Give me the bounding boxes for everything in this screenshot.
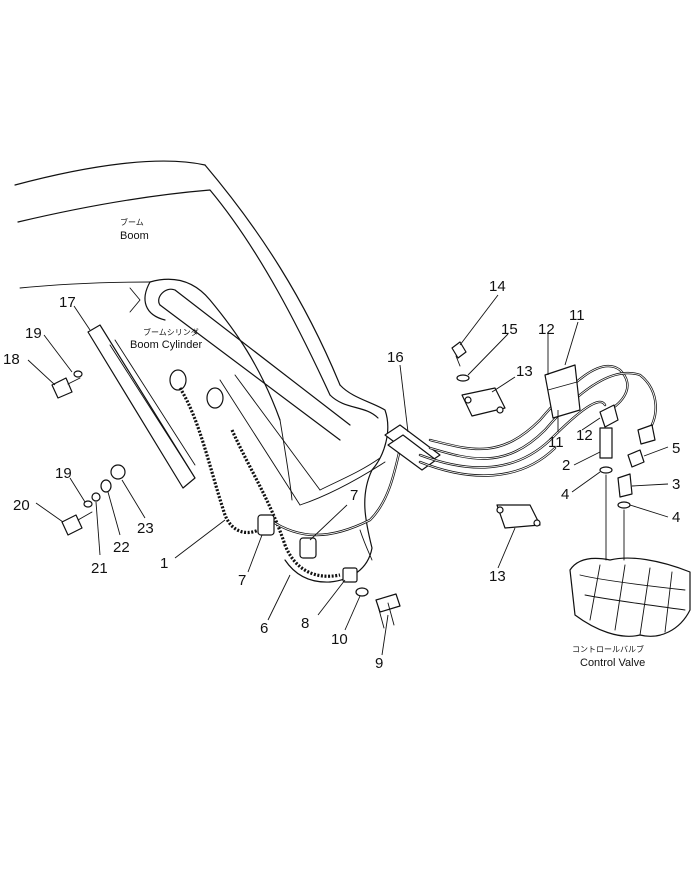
callout-8: 8 xyxy=(301,615,309,632)
clamp-13a xyxy=(461,387,506,417)
connector-2 xyxy=(599,427,613,459)
callout-3: 3 xyxy=(672,476,680,493)
callout-1: 1 xyxy=(160,555,168,572)
boom-cylinder-label: Boom Cylinder xyxy=(130,339,202,351)
callout-10: 10 xyxy=(331,631,348,648)
hose-clamps xyxy=(257,514,401,629)
callout-6: 6 xyxy=(260,620,268,637)
spacer xyxy=(110,464,126,480)
o-ring-4a xyxy=(599,466,613,474)
callout-15: 15 xyxy=(501,321,518,338)
callout-11a: 11 xyxy=(569,307,585,324)
callout-22: 22 xyxy=(113,539,130,556)
callout-2: 2 xyxy=(562,457,570,474)
callout-13a: 13 xyxy=(516,363,533,380)
fitting-5 xyxy=(627,449,645,468)
clamp-13b xyxy=(496,504,541,529)
grommet xyxy=(384,424,441,471)
callout-14: 14 xyxy=(489,278,506,295)
boom-cylinder-label-jp: ブームシリンダ xyxy=(143,327,199,337)
callout-20: 20 xyxy=(13,497,30,514)
washer-15 xyxy=(456,374,470,382)
washer-22 xyxy=(100,479,112,493)
washer-19a xyxy=(73,370,83,378)
callout-9: 9 xyxy=(375,655,383,672)
callout-13b: 13 xyxy=(489,568,506,585)
callout-19b: 19 xyxy=(55,465,72,482)
control-valve xyxy=(569,557,691,637)
callout-4a: 4 xyxy=(561,486,569,503)
clamp-7b xyxy=(299,537,317,559)
washer-21 xyxy=(91,492,101,502)
bolt-18 xyxy=(51,377,73,399)
control-valve-label: Control Valve xyxy=(580,657,645,669)
leader-lines xyxy=(27,294,669,656)
right-clamps xyxy=(451,341,581,529)
o-ring-4b xyxy=(617,501,631,509)
callout-5: 5 xyxy=(672,440,680,457)
boom-label: Boom xyxy=(120,230,149,242)
connector-3 xyxy=(617,473,633,498)
callout-23: 23 xyxy=(137,520,154,537)
elbow-12 xyxy=(599,404,619,428)
callout-19a: 19 xyxy=(25,325,42,342)
fittings xyxy=(599,404,656,561)
control-valve-label-jp: コントロールバルブ xyxy=(572,644,644,654)
callout-16: 16 xyxy=(387,349,404,366)
callout-7a: 7 xyxy=(238,572,246,589)
washer-10 xyxy=(355,587,369,597)
callout-12a: 12 xyxy=(538,321,555,338)
clamp-7a xyxy=(257,514,275,536)
clamp-11 xyxy=(544,364,581,419)
clamp-8 xyxy=(342,567,358,583)
callout-7b: 7 xyxy=(350,487,358,504)
callout-4b: 4 xyxy=(672,509,680,526)
callout-21: 21 xyxy=(91,560,108,577)
pilot-hose-left xyxy=(178,387,404,578)
washer-19b xyxy=(83,500,93,508)
callout-18: 18 xyxy=(3,351,20,368)
boom-outline xyxy=(14,160,389,583)
callout-17: 17 xyxy=(59,294,76,311)
boom-label-jp: ブーム xyxy=(120,217,144,227)
callout-12b: 12 xyxy=(576,427,593,444)
cover-plate-bracket xyxy=(87,324,196,489)
boom-cylinder xyxy=(158,288,351,441)
callout-11b: 11 xyxy=(548,434,564,451)
bolt-14 xyxy=(451,341,467,359)
pilot-hoses-right xyxy=(418,364,657,477)
left-fasteners xyxy=(51,370,112,536)
bolt-20 xyxy=(61,514,83,536)
